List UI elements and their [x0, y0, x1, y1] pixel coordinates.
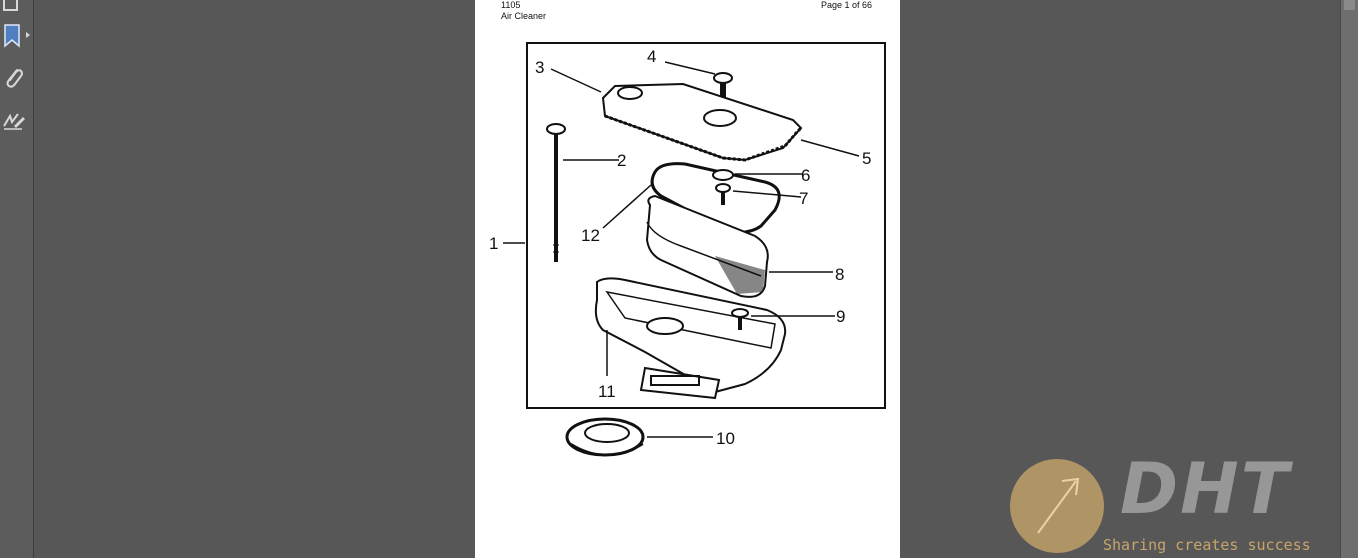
part-bolt — [546, 123, 566, 262]
bookmarks-button[interactable] — [0, 19, 33, 51]
callout-9: 9 — [836, 307, 845, 326]
part-wing-nut — [712, 169, 734, 205]
document-page: 1105 Air Cleaner Page 1 of 66 — [475, 0, 900, 558]
callout-11: 11 — [598, 382, 616, 401]
attachments-button[interactable] — [0, 61, 33, 93]
navigation-panel — [0, 0, 34, 558]
callout-6: 6 — [801, 166, 810, 185]
callout-3: 3 — [535, 58, 544, 77]
arrow-icon — [1037, 477, 1080, 534]
watermark: DHT Sharing creates success — [1010, 448, 1358, 558]
air-cleaner-exploded-diagram: 1 2 3 4 5 6 7 8 9 10 11 12 — [489, 42, 886, 457]
part-seal-ring — [565, 417, 645, 457]
page-thumbnails-button[interactable] — [0, 0, 33, 18]
watermark-tagline: Sharing creates success — [1103, 536, 1311, 554]
part-base — [594, 277, 787, 400]
leader-lines — [503, 61, 860, 438]
bookmarks-icon — [4, 24, 30, 48]
callout-1: 1 — [489, 234, 498, 253]
part-gasket — [650, 162, 781, 234]
callout-4: 4 — [647, 47, 656, 66]
attachments-icon — [6, 69, 23, 88]
page-indicator: Page 1 of 66 — [820, 0, 872, 10]
vertical-scrollbar[interactable] — [1340, 0, 1358, 558]
part-cover — [601, 82, 803, 162]
callout-10: 10 — [716, 429, 735, 448]
part-filter-element — [645, 194, 769, 298]
document-code: 1105 — [501, 0, 521, 10]
callout-12: 12 — [581, 226, 600, 245]
signatures-icon — [3, 113, 25, 130]
page-thumbnails-icon — [3, 0, 18, 11]
part-screw — [713, 72, 733, 97]
watermark-brand: DHT — [1120, 448, 1291, 530]
document-title: Air Cleaner — [501, 11, 547, 21]
scrollbar-thumb[interactable] — [1344, 0, 1355, 10]
diagram-frame — [526, 42, 886, 409]
signatures-button[interactable] — [0, 104, 33, 136]
callout-8: 8 — [835, 265, 844, 284]
callout-7: 7 — [799, 189, 808, 208]
callout-5: 5 — [862, 149, 871, 168]
callout-2: 2 — [617, 151, 626, 170]
part-stud — [731, 308, 749, 330]
